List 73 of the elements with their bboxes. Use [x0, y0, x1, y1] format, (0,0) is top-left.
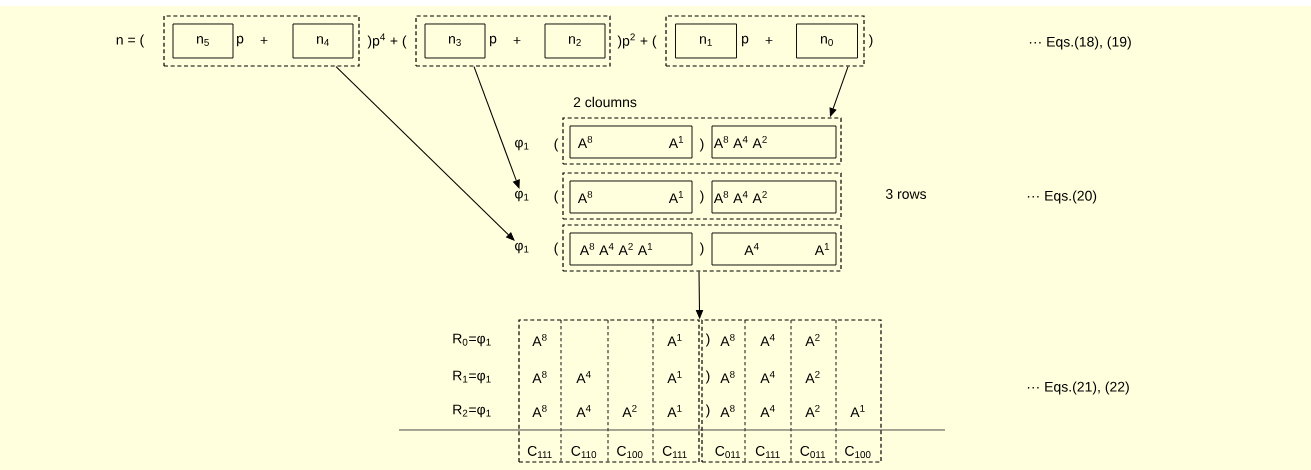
row-label: R$_{1}$=φ$_{1}$	[453, 370, 491, 384]
table-cell: A$^{1}$	[667, 370, 682, 383]
table-cell: A$^{4}$	[576, 370, 591, 383]
term-box: n$_{4}$	[292, 23, 354, 59]
term-box: n$_{1}$	[675, 23, 737, 59]
term-box: A$^{8}$ A$^{4}$ A$^{2}$ A$^{1}$	[569, 232, 693, 266]
formula-text: )	[699, 190, 704, 204]
term-box: n$_{0}$	[796, 23, 858, 59]
table-cell: C$_{100}$	[845, 445, 871, 459]
table-cell: C$_{111}$	[755, 446, 780, 458]
formula-text: )p$^{4}$ + (	[367, 33, 407, 49]
table-cell: C$_{111}$	[527, 446, 552, 458]
table-cell: A$^{2}$	[622, 404, 637, 418]
table-cell: A$^{4}$	[576, 404, 591, 417]
table-cell: C$_{011}$	[800, 445, 826, 459]
formula-text: )	[705, 404, 710, 418]
formula-text: )	[699, 242, 704, 256]
dashed-table-block	[518, 319, 700, 463]
table-cell: A$^{8}$	[720, 404, 735, 418]
formula-text: )	[705, 370, 710, 384]
term-box: A$^{8}$ A$^{4}$ A$^{2}$	[711, 125, 837, 159]
table-cell: C$_{011}$	[715, 445, 741, 459]
term-box: A$^{8}$ A$^{4}$ A$^{2}$	[711, 180, 837, 214]
dashed-row-box	[562, 117, 842, 165]
table-cell: A$^{2}$	[805, 404, 820, 418]
dashed-group-box	[163, 15, 360, 67]
formula-text: )	[705, 333, 710, 347]
table-cell: C$_{111}$	[662, 446, 687, 458]
table-cell: A$^{2}$	[805, 370, 820, 384]
table-cell: A$^{1}$	[850, 404, 865, 417]
phi-symbol: φ$_{1}$	[515, 242, 529, 254]
table-cell: C$_{110}$	[571, 445, 597, 459]
table-cell: A$^{8}$	[532, 370, 547, 384]
dashed-group-box	[665, 15, 865, 67]
formula-text: )	[699, 138, 704, 152]
annotation-text: 3 rows	[885, 189, 927, 199]
table-cell: A$^{1}$	[667, 404, 682, 417]
table-cell: A$^{4}$	[760, 333, 775, 346]
term-box: n$_{3}$	[424, 23, 486, 59]
table-cell: A$^{1}$	[667, 333, 682, 346]
formula-text: )p$^{2}$ + (	[617, 33, 657, 49]
term-box: A$^{8}$ A$^{1}$	[569, 180, 693, 214]
equation-reference: ··· Eqs.(21), (22)	[1027, 381, 1129, 395]
formula-text: (	[554, 190, 559, 204]
dashed-row-box	[562, 172, 842, 220]
phi-symbol: φ$_{1}$	[515, 190, 529, 202]
dashed-row-box	[562, 224, 842, 272]
formula-text: (	[554, 138, 559, 152]
table-cell: A$^{8}$	[532, 333, 547, 347]
phi-symbol: φ$_{1}$	[515, 139, 529, 151]
term-box: A$^{4}$ A$^{1}$	[711, 232, 837, 266]
table-cell: C$_{100}$	[617, 445, 643, 459]
term-box: n$_{5}$	[172, 23, 234, 59]
annotation-text: 2 cloumns	[573, 96, 637, 108]
equation-reference: ··· Eqs.(20)	[1027, 190, 1097, 204]
table-cell: A$^{8}$	[720, 370, 735, 384]
term-box: n$_{2}$	[544, 23, 606, 59]
term-box: A$^{8}$ A$^{1}$	[569, 125, 693, 159]
formula-text: +	[765, 36, 773, 44]
equation-reference: ··· Eqs.(18), (19)	[1029, 36, 1131, 50]
table-cell: A$^{8}$	[720, 333, 735, 347]
table-cell: A$^{4}$	[760, 370, 775, 383]
formula-text: n = (	[116, 34, 145, 48]
table-cell: A$^{4}$	[760, 404, 775, 417]
row-label: R$_{0}$=φ$_{1}$	[453, 333, 491, 347]
table-cell: A$^{2}$	[805, 333, 820, 347]
dashed-group-box	[415, 15, 611, 67]
row-label: R$_{2}$=φ$_{1}$	[453, 404, 491, 418]
table-cell: A$^{8}$	[532, 404, 547, 418]
formula-text: (	[554, 242, 559, 256]
formula-text: +	[260, 36, 268, 44]
formula-text: +	[513, 36, 521, 44]
dashed-table-block	[701, 319, 882, 463]
